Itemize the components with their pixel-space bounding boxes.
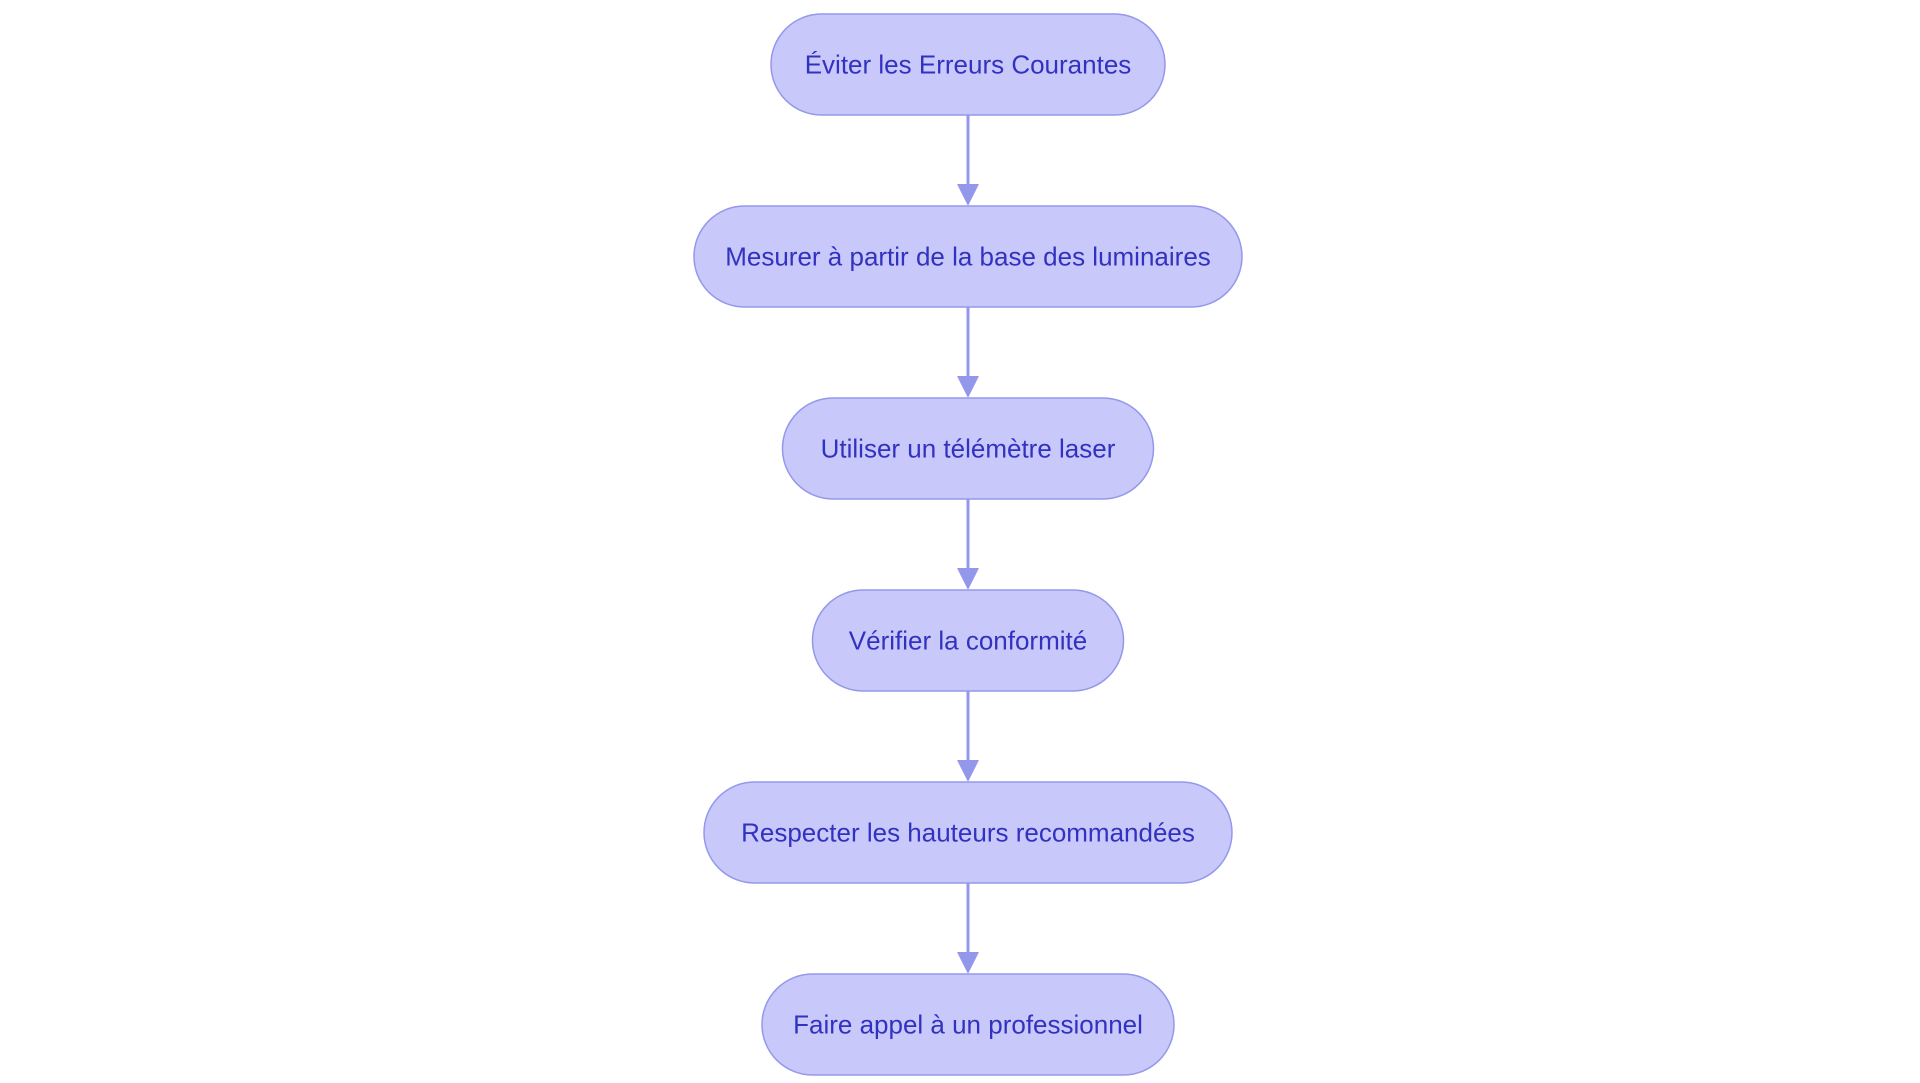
flowchart-node-3: Utiliser un télémètre laser: [781, 397, 1155, 500]
flowchart-arrow-4: [957, 691, 979, 782]
arrow-head-icon: [957, 568, 979, 590]
flowchart-arrow-2: [957, 307, 979, 398]
flowchart-edges: [957, 115, 979, 974]
flowchart-node-1: Éviter les Erreurs Courantes: [770, 13, 1166, 116]
flowchart-node-2: Mesurer à partir de la base des luminair…: [693, 205, 1243, 308]
flowchart-node-label: Vérifier la conformité: [849, 626, 1087, 656]
arrow-head-icon: [957, 952, 979, 974]
flowchart-arrow-5: [957, 883, 979, 974]
flowchart-node-box: [781, 397, 1155, 500]
flowchart-arrow-1: [957, 115, 979, 206]
flowchart-node-box: [811, 589, 1125, 692]
flowchart-node-label: Utiliser un télémètre laser: [821, 434, 1116, 464]
flowchart-node-box: [693, 205, 1243, 308]
arrow-head-icon: [957, 376, 979, 398]
flowchart-node-label: Éviter les Erreurs Courantes: [805, 50, 1132, 80]
flowchart-node-4: Vérifier la conformité: [811, 589, 1125, 692]
flowchart-node-box: [761, 973, 1175, 1076]
flowchart-node-5: Respecter les hauteurs recommandées: [703, 781, 1233, 884]
flowchart-node-label: Respecter les hauteurs recommandées: [741, 818, 1195, 848]
arrow-head-icon: [957, 760, 979, 782]
flowchart-node-label: Faire appel à un professionnel: [793, 1010, 1143, 1040]
arrow-head-icon: [957, 184, 979, 206]
flowchart-node-6: Faire appel à un professionnel: [761, 973, 1175, 1076]
flowchart-node-box: [703, 781, 1233, 884]
flowchart-arrow-3: [957, 499, 979, 590]
flowchart-node-box: [770, 13, 1166, 116]
flowchart-node-label: Mesurer à partir de la base des luminair…: [725, 242, 1211, 272]
